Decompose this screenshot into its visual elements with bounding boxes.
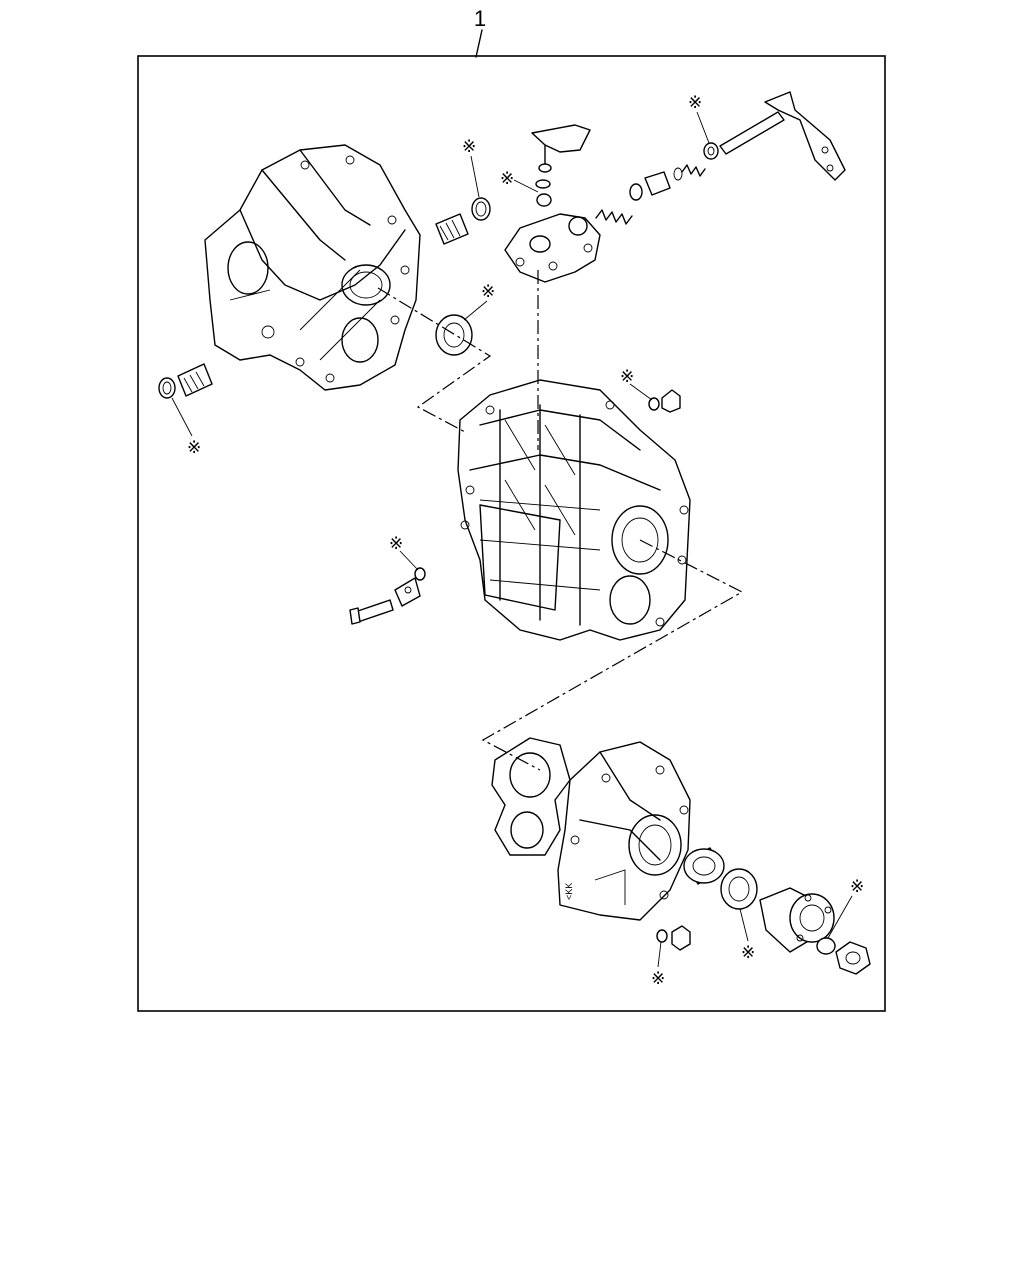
extension-housing: <KK [557, 741, 691, 921]
marker-symbol: ※ [620, 367, 634, 387]
callout-number: 1 [474, 6, 486, 31]
flange-nut [835, 941, 871, 975]
seal-ring-upper [471, 197, 491, 221]
shift-collar [629, 183, 643, 201]
shift-detent [644, 171, 671, 196]
mounting-bolt [349, 599, 394, 625]
marker-symbol: ※ [651, 969, 665, 989]
drain-plug-lower [671, 925, 691, 951]
mounting-bracket [394, 577, 421, 607]
rear-bearing [683, 847, 725, 885]
callout-leader [475, 29, 483, 58]
marker-symbol: ※ [462, 137, 476, 157]
housing-label: <KK [564, 883, 574, 900]
seal-ring-lower [158, 377, 176, 399]
clutch-housing [204, 144, 421, 391]
extension-gasket [491, 737, 571, 856]
shift-cover [504, 213, 601, 283]
marker-symbol: ※ [187, 438, 201, 458]
small-seal-top [536, 193, 552, 207]
shift-rod-seal [703, 142, 719, 160]
needle-bearing-lower [177, 363, 213, 397]
output-flange [759, 887, 835, 953]
drain-plug-right [661, 389, 681, 413]
plug-washer-lower [656, 929, 668, 943]
marker-symbol: ※ [389, 534, 403, 554]
marker-symbol: ※ [500, 169, 514, 189]
marker-symbol: ※ [688, 93, 702, 113]
bolt-washer-left [414, 567, 426, 581]
shift-spring-left [595, 209, 633, 225]
flange-o-ring [816, 937, 836, 955]
marker-symbol: ※ [481, 282, 495, 302]
assembly-lines [377, 270, 744, 771]
marker-symbol: ※ [850, 877, 864, 897]
diagram-frame [137, 55, 886, 1012]
needle-bearing-upper [435, 213, 469, 245]
service-markers: ※ ※ ※ ※ ※ ※ ※ ※ ※ ※ [171, 93, 864, 989]
marker-symbol: ※ [741, 943, 755, 963]
shift-lever-arm [531, 124, 591, 173]
small-washer [673, 167, 683, 181]
shift-spring-right [681, 164, 706, 177]
small-o-ring-top [535, 179, 551, 189]
shift-rod [719, 91, 846, 181]
rear-oil-seal [720, 868, 758, 910]
plug-washer-right [648, 397, 660, 411]
oil-seal-large [435, 314, 473, 356]
transmission-case [457, 379, 691, 641]
